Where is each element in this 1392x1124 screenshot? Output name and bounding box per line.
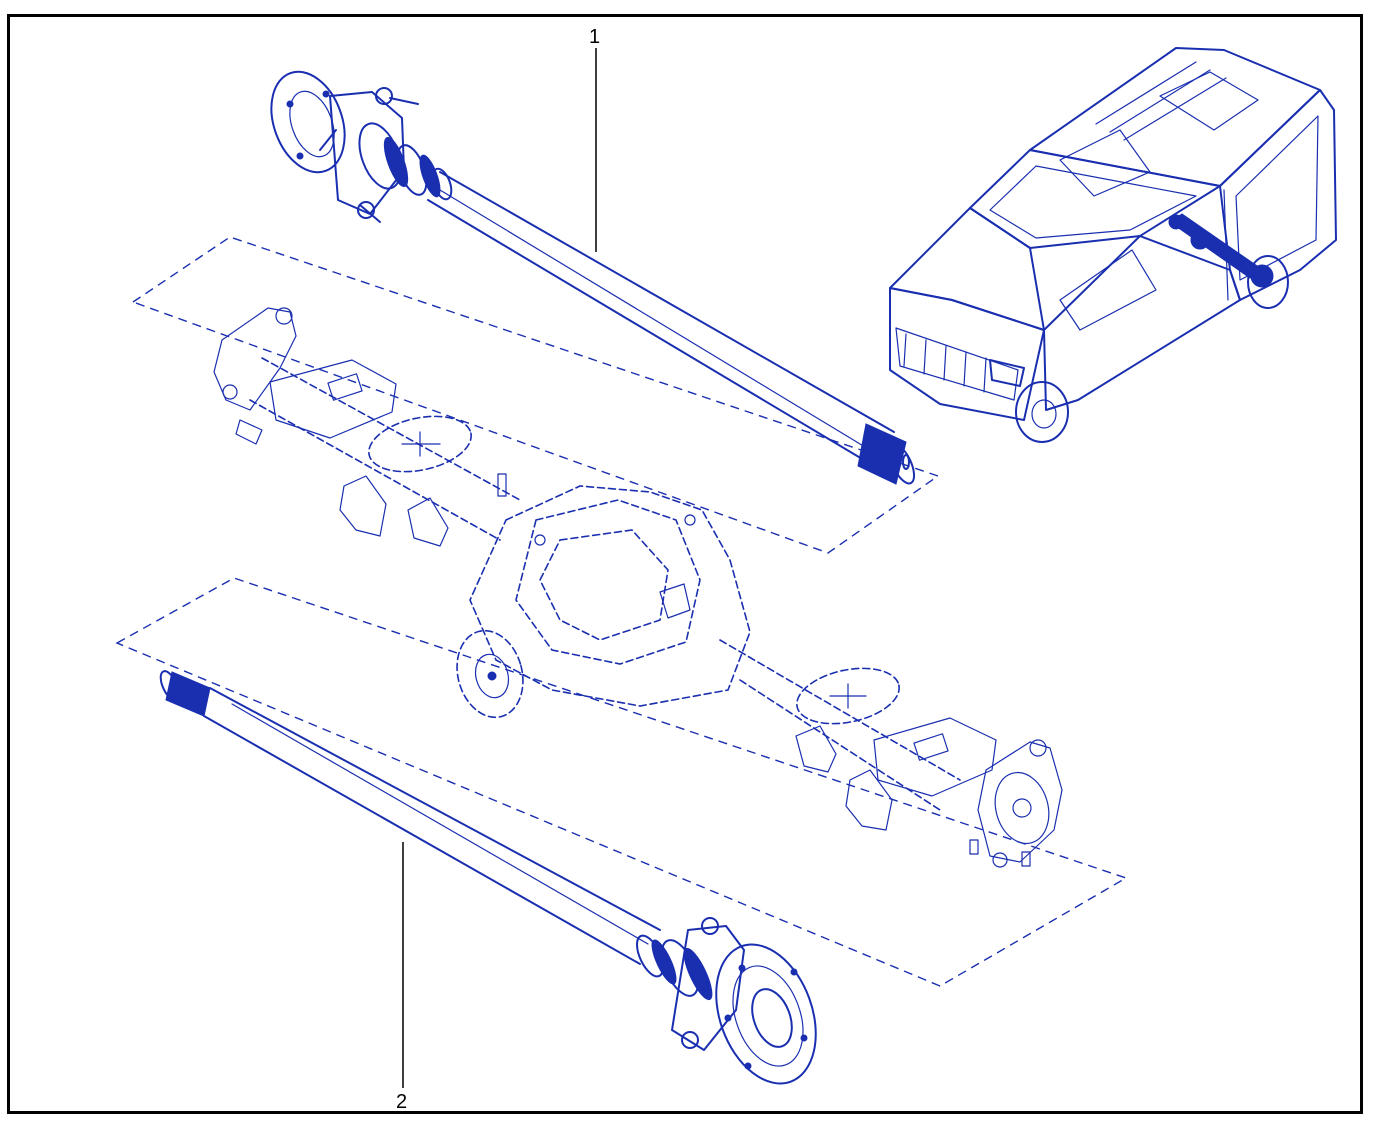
- upper-exploded-boundary: [131, 236, 940, 554]
- callout-1: 1: [589, 26, 600, 252]
- callout-2: 2: [396, 842, 407, 1113]
- vehicle-locator-van: [889, 47, 1337, 443]
- diagram-frame: [7, 14, 1363, 1114]
- drive-shaft-upper: [270, 70, 916, 485]
- axle-housing: [213, 307, 1063, 868]
- callout-number-1: 1: [589, 26, 600, 48]
- lower-exploded-boundary: [115, 577, 1128, 987]
- callout-number-2: 2: [396, 1091, 407, 1113]
- drive-shaft-lower: [159, 670, 817, 1085]
